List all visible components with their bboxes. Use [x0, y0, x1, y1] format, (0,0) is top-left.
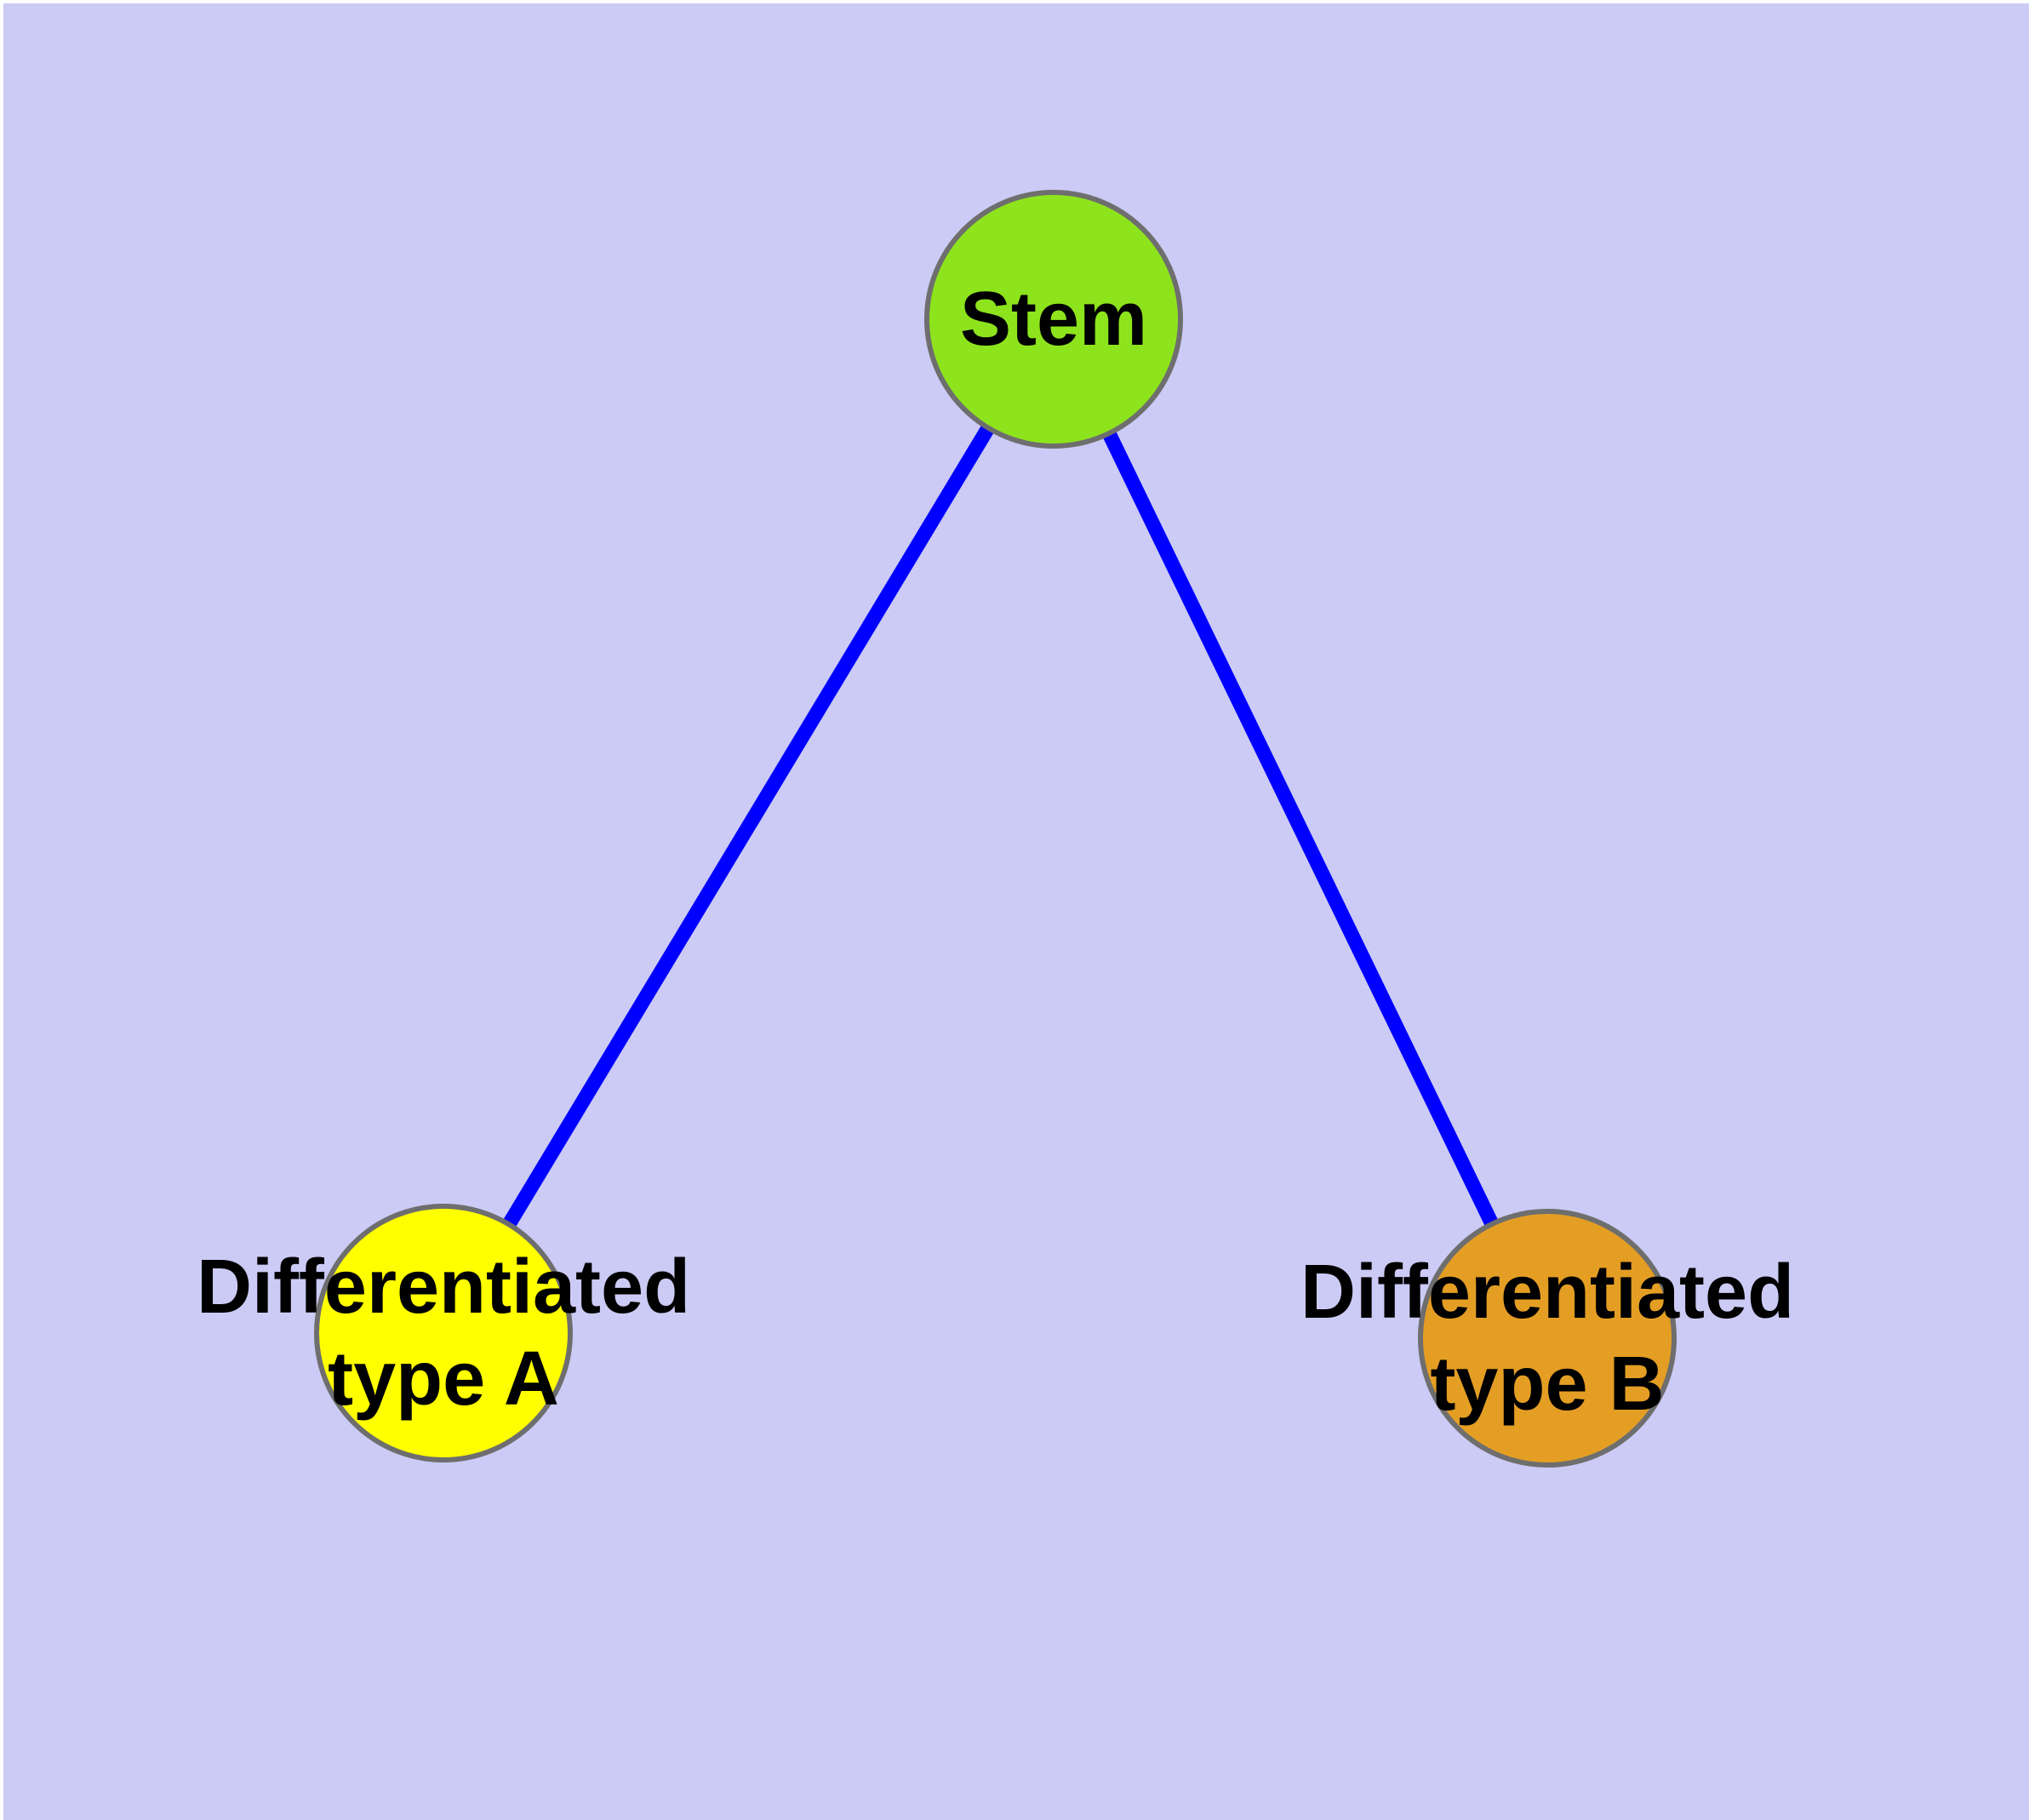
node-differentiated-type-b-label-line-1: Differentiated [1300, 1250, 1795, 1335]
edge-stem-to-type-a [437, 315, 1060, 1337]
node-stem-circle [924, 190, 1183, 449]
node-differentiated-type-a-circle [314, 1204, 573, 1462]
node-differentiated-type-b-label-line-2: type B [1430, 1342, 1665, 1427]
node-differentiated-type-a-label: Differentiated type A [197, 1241, 690, 1425]
node-differentiated-type-b-circle [1418, 1209, 1677, 1468]
node-differentiated-type-a-label-line-1: Differentiated [196, 1245, 691, 1330]
node-stem-label: Stem [960, 273, 1147, 365]
node-differentiated-type-b-label: Differentiated type B [1300, 1246, 1794, 1430]
node-differentiated-type-a-label-line-2: type A [328, 1336, 559, 1422]
node-stem-label-line: Stem [959, 277, 1148, 362]
edge-stem-to-type-b [1047, 316, 1554, 1342]
